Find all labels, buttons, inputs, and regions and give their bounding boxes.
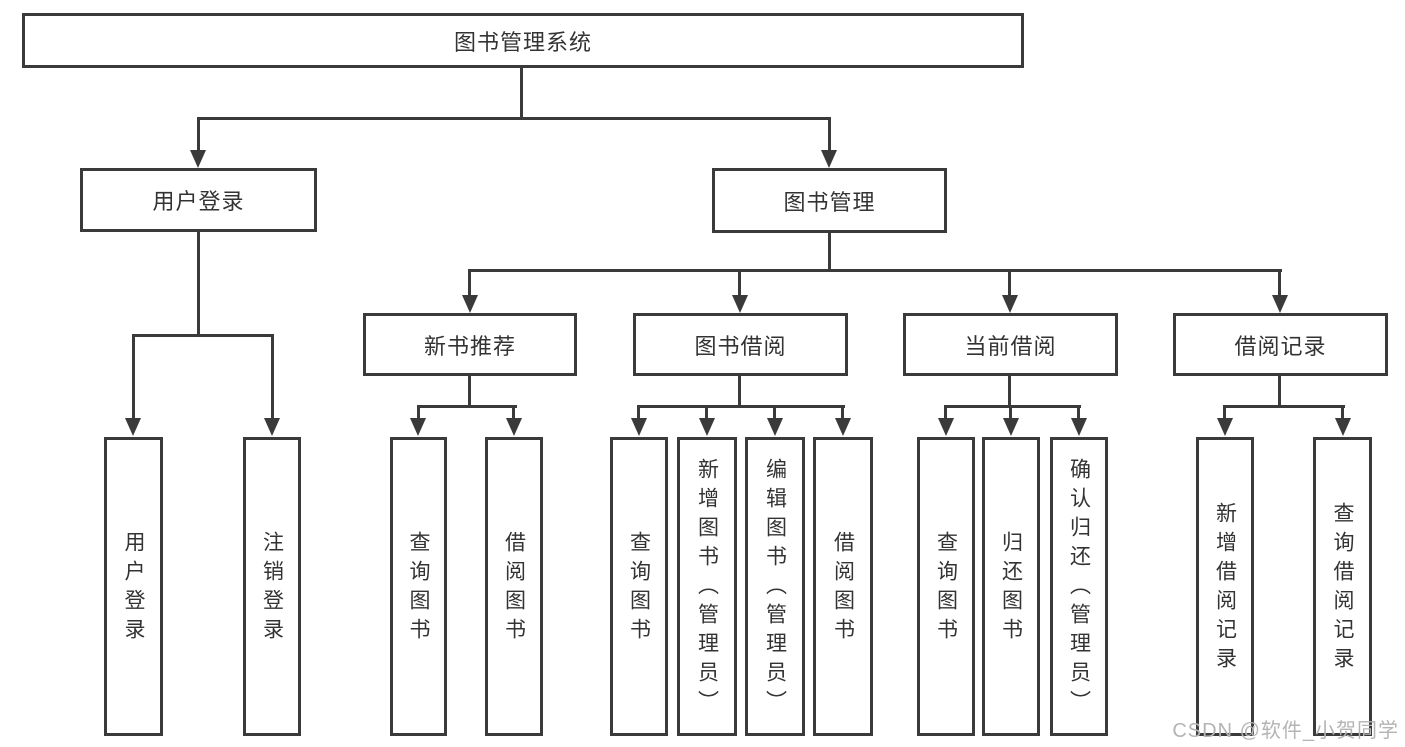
edge-to-leaf-user-login <box>132 334 135 420</box>
arrow-down-icon <box>699 418 715 436</box>
leaf-borrow-books-recommend: 借阅图书 <box>485 437 543 736</box>
node-new-book-recommend: 新书推荐 <box>363 313 577 376</box>
leaf-query-books-recommend: 查询图书 <box>390 437 447 736</box>
edge-leaf-line <box>637 405 640 420</box>
edge-book-borrow-split <box>637 405 845 408</box>
leaf-logout: 注销登录 <box>243 437 301 736</box>
leaf-edit-book-admin: 编辑图书（管理员） <box>745 437 805 736</box>
leaf-confirm-return-admin: 确认归还（管理员） <box>1050 437 1108 736</box>
arrow-down-icon <box>835 418 851 436</box>
edge-borrow-records-stem <box>1278 376 1281 407</box>
leaf-user-login: 用户登录 <box>104 437 163 736</box>
leaf-return-books: 归还图书 <box>982 437 1040 736</box>
arrow-down-icon <box>462 295 478 313</box>
leaf-borrow-books: 借阅图书 <box>813 437 873 736</box>
edge-leaf-line <box>705 405 708 420</box>
edge-borrow-records-split <box>1223 405 1345 408</box>
node-root: 图书管理系统 <box>22 13 1024 68</box>
arrow-down-icon <box>264 418 280 436</box>
edge-to-book-management <box>828 117 831 152</box>
arrow-down-icon <box>631 418 647 436</box>
arrow-down-icon <box>1003 418 1019 436</box>
edge-leaf-line <box>944 405 947 420</box>
arrow-down-icon <box>1002 295 1018 313</box>
edge-current-borrow-stem <box>1008 376 1011 407</box>
edge-root-split <box>197 117 831 120</box>
watermark: CSDN @软件_小贺同学 <box>1172 720 1399 742</box>
arrow-down-icon <box>1335 418 1351 436</box>
edge-leaf-line <box>512 405 515 420</box>
edge-to-new-book-recommend <box>468 269 471 297</box>
arrow-down-icon <box>506 418 522 436</box>
arrow-down-icon <box>732 295 748 313</box>
edge-leaf-line <box>1341 405 1344 420</box>
edge-new-book-recommend-stem <box>468 376 471 407</box>
edge-to-book-borrow <box>738 269 741 297</box>
arrow-down-icon <box>1217 418 1233 436</box>
arrow-down-icon <box>410 418 426 436</box>
leaf-add-book-admin: 新增图书（管理员） <box>677 437 737 736</box>
arrow-down-icon <box>821 150 837 168</box>
edge-to-borrow-records <box>1278 269 1281 297</box>
edge-current-borrow-split <box>944 405 1081 408</box>
edge-book-management-split <box>468 269 1282 272</box>
edge-to-current-borrow <box>1008 269 1011 297</box>
node-book-management: 图书管理 <box>712 168 947 233</box>
edge-leaf-line <box>841 405 844 420</box>
edge-leaf-line <box>1223 405 1226 420</box>
arrow-down-icon <box>125 418 141 436</box>
edge-root-stem <box>520 68 523 120</box>
arrow-down-icon <box>938 418 954 436</box>
arrow-down-icon <box>767 418 783 436</box>
leaf-query-books-current: 查询图书 <box>917 437 975 736</box>
edge-new-book-recommend-split <box>417 405 517 408</box>
edge-to-leaf-logout <box>271 334 274 420</box>
arrow-down-icon <box>1071 418 1087 436</box>
edge-user-login-stem <box>197 232 200 337</box>
edge-leaf-line <box>1077 405 1080 420</box>
arrow-down-icon <box>190 150 206 168</box>
edge-to-user-login <box>197 117 200 152</box>
edge-leaf-line <box>1009 405 1012 420</box>
leaf-query-books-borrow: 查询图书 <box>610 437 668 736</box>
edge-leaf-line <box>773 405 776 420</box>
edge-book-management-stem <box>828 233 831 272</box>
edge-book-borrow-stem <box>738 376 741 407</box>
leaf-query-borrow-record: 查询借阅记录 <box>1313 437 1372 736</box>
node-borrow-records: 借阅记录 <box>1173 313 1388 376</box>
edge-user-login-split <box>132 334 274 337</box>
arrow-down-icon <box>1272 295 1288 313</box>
node-user-login: 用户登录 <box>80 168 317 232</box>
node-book-borrow: 图书借阅 <box>633 313 848 376</box>
edge-leaf-line <box>417 405 420 420</box>
node-current-borrow: 当前借阅 <box>903 313 1118 376</box>
leaf-add-borrow-record: 新增借阅记录 <box>1196 437 1254 736</box>
